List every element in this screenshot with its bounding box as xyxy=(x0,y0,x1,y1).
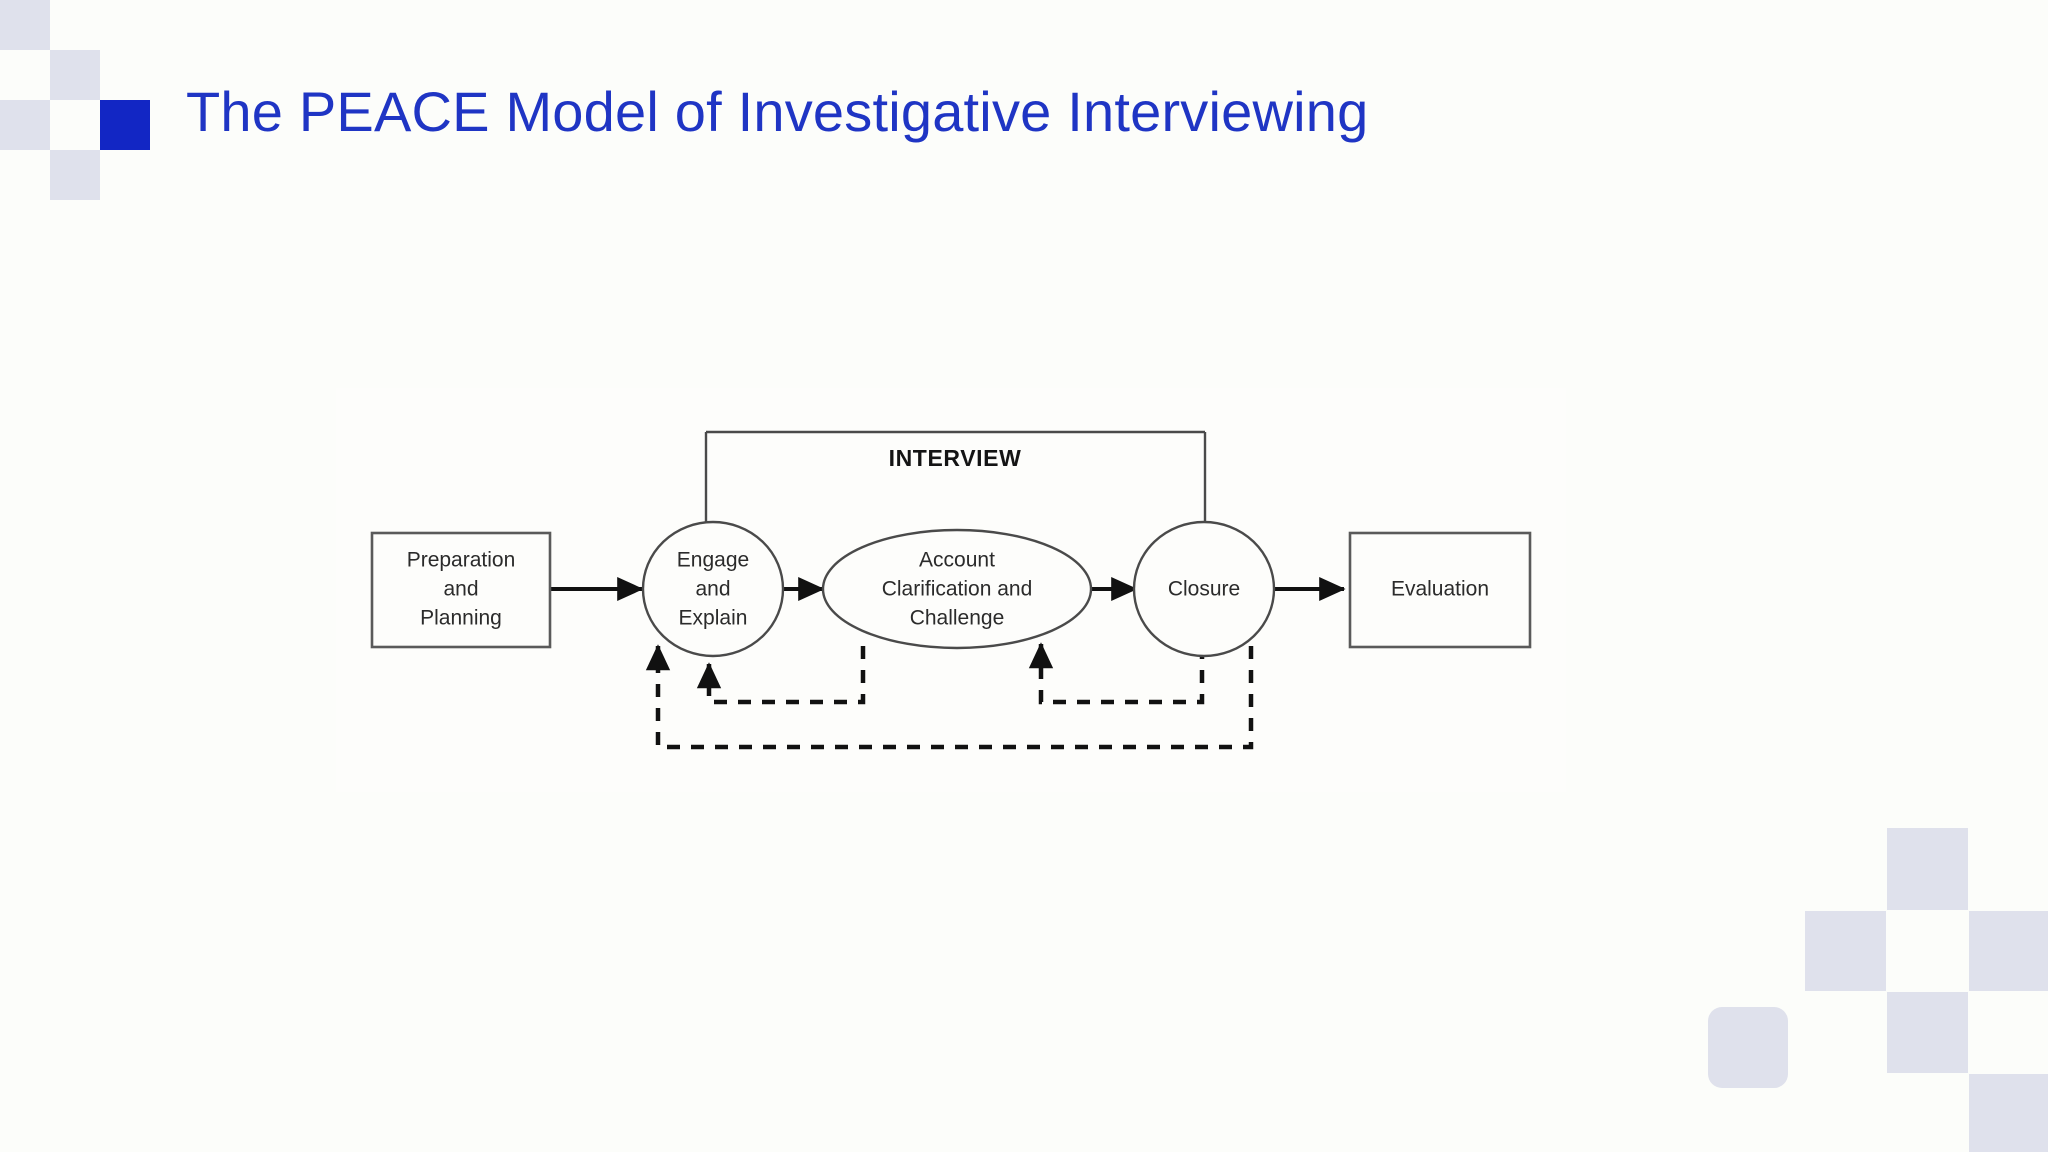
page-title: The PEACE Model of Investigative Intervi… xyxy=(186,80,1369,143)
node-preparation-line-2: and xyxy=(443,578,478,601)
node-engage[interactable]: Engage and Explain xyxy=(641,520,785,658)
node-evaluation-shape xyxy=(1348,531,1532,649)
node-preparation[interactable]: Preparation and Planning xyxy=(370,531,552,649)
node-engage-line-1: Engage xyxy=(677,549,749,572)
node-account[interactable]: Account Clarification and Challenge xyxy=(821,528,1093,650)
deco-bottom-right-square-6 xyxy=(1708,1007,1788,1088)
bracket-label: INTERVIEW xyxy=(889,445,1022,471)
node-closure-shape xyxy=(1132,520,1276,658)
deco-bottom-right-square-2 xyxy=(1805,911,1886,991)
deco-bottom-right-square-3 xyxy=(1969,911,2048,991)
deco-top-left-square-2 xyxy=(50,50,100,100)
deco-top-left-square-1 xyxy=(0,0,50,50)
node-evaluation[interactable]: Evaluation xyxy=(1348,531,1532,649)
node-closure-line-1: Closure xyxy=(1168,578,1240,601)
peace-model-diagram: INTERVIEW Preparation and Planning xyxy=(336,388,1566,792)
interview-bracket: INTERVIEW xyxy=(704,430,1207,523)
node-preparation-line-3: Planning xyxy=(420,607,502,630)
deco-bottom-right-square-5 xyxy=(1969,1074,2048,1152)
node-account-line-3: Challenge xyxy=(910,607,1005,630)
title-bullet-icon xyxy=(100,100,150,150)
diagram-svg: INTERVIEW Preparation and Planning xyxy=(370,430,1532,750)
node-closure[interactable]: Closure xyxy=(1132,520,1276,658)
deco-top-left-square-3 xyxy=(0,100,50,150)
node-engage-line-2: and xyxy=(695,578,730,601)
feedback-account-to-engage xyxy=(696,646,866,705)
feedback-closure-to-engage xyxy=(645,644,1254,750)
node-engage-line-3: Explain xyxy=(679,607,748,630)
deco-bottom-right-square-1 xyxy=(1887,828,1968,910)
node-preparation-line-1: Preparation xyxy=(407,549,516,572)
node-account-shape xyxy=(821,528,1093,650)
node-evaluation-line-1: Evaluation xyxy=(1391,578,1489,601)
node-account-line-1: Account xyxy=(919,549,995,572)
node-account-line-2: Clarification and xyxy=(882,578,1033,601)
deco-top-left-square-4 xyxy=(50,150,100,200)
deco-bottom-right-square-4 xyxy=(1887,992,1968,1073)
node-engage-shape xyxy=(641,520,785,658)
node-preparation-shape xyxy=(370,531,552,649)
feedback-closure-to-account xyxy=(1028,642,1205,705)
